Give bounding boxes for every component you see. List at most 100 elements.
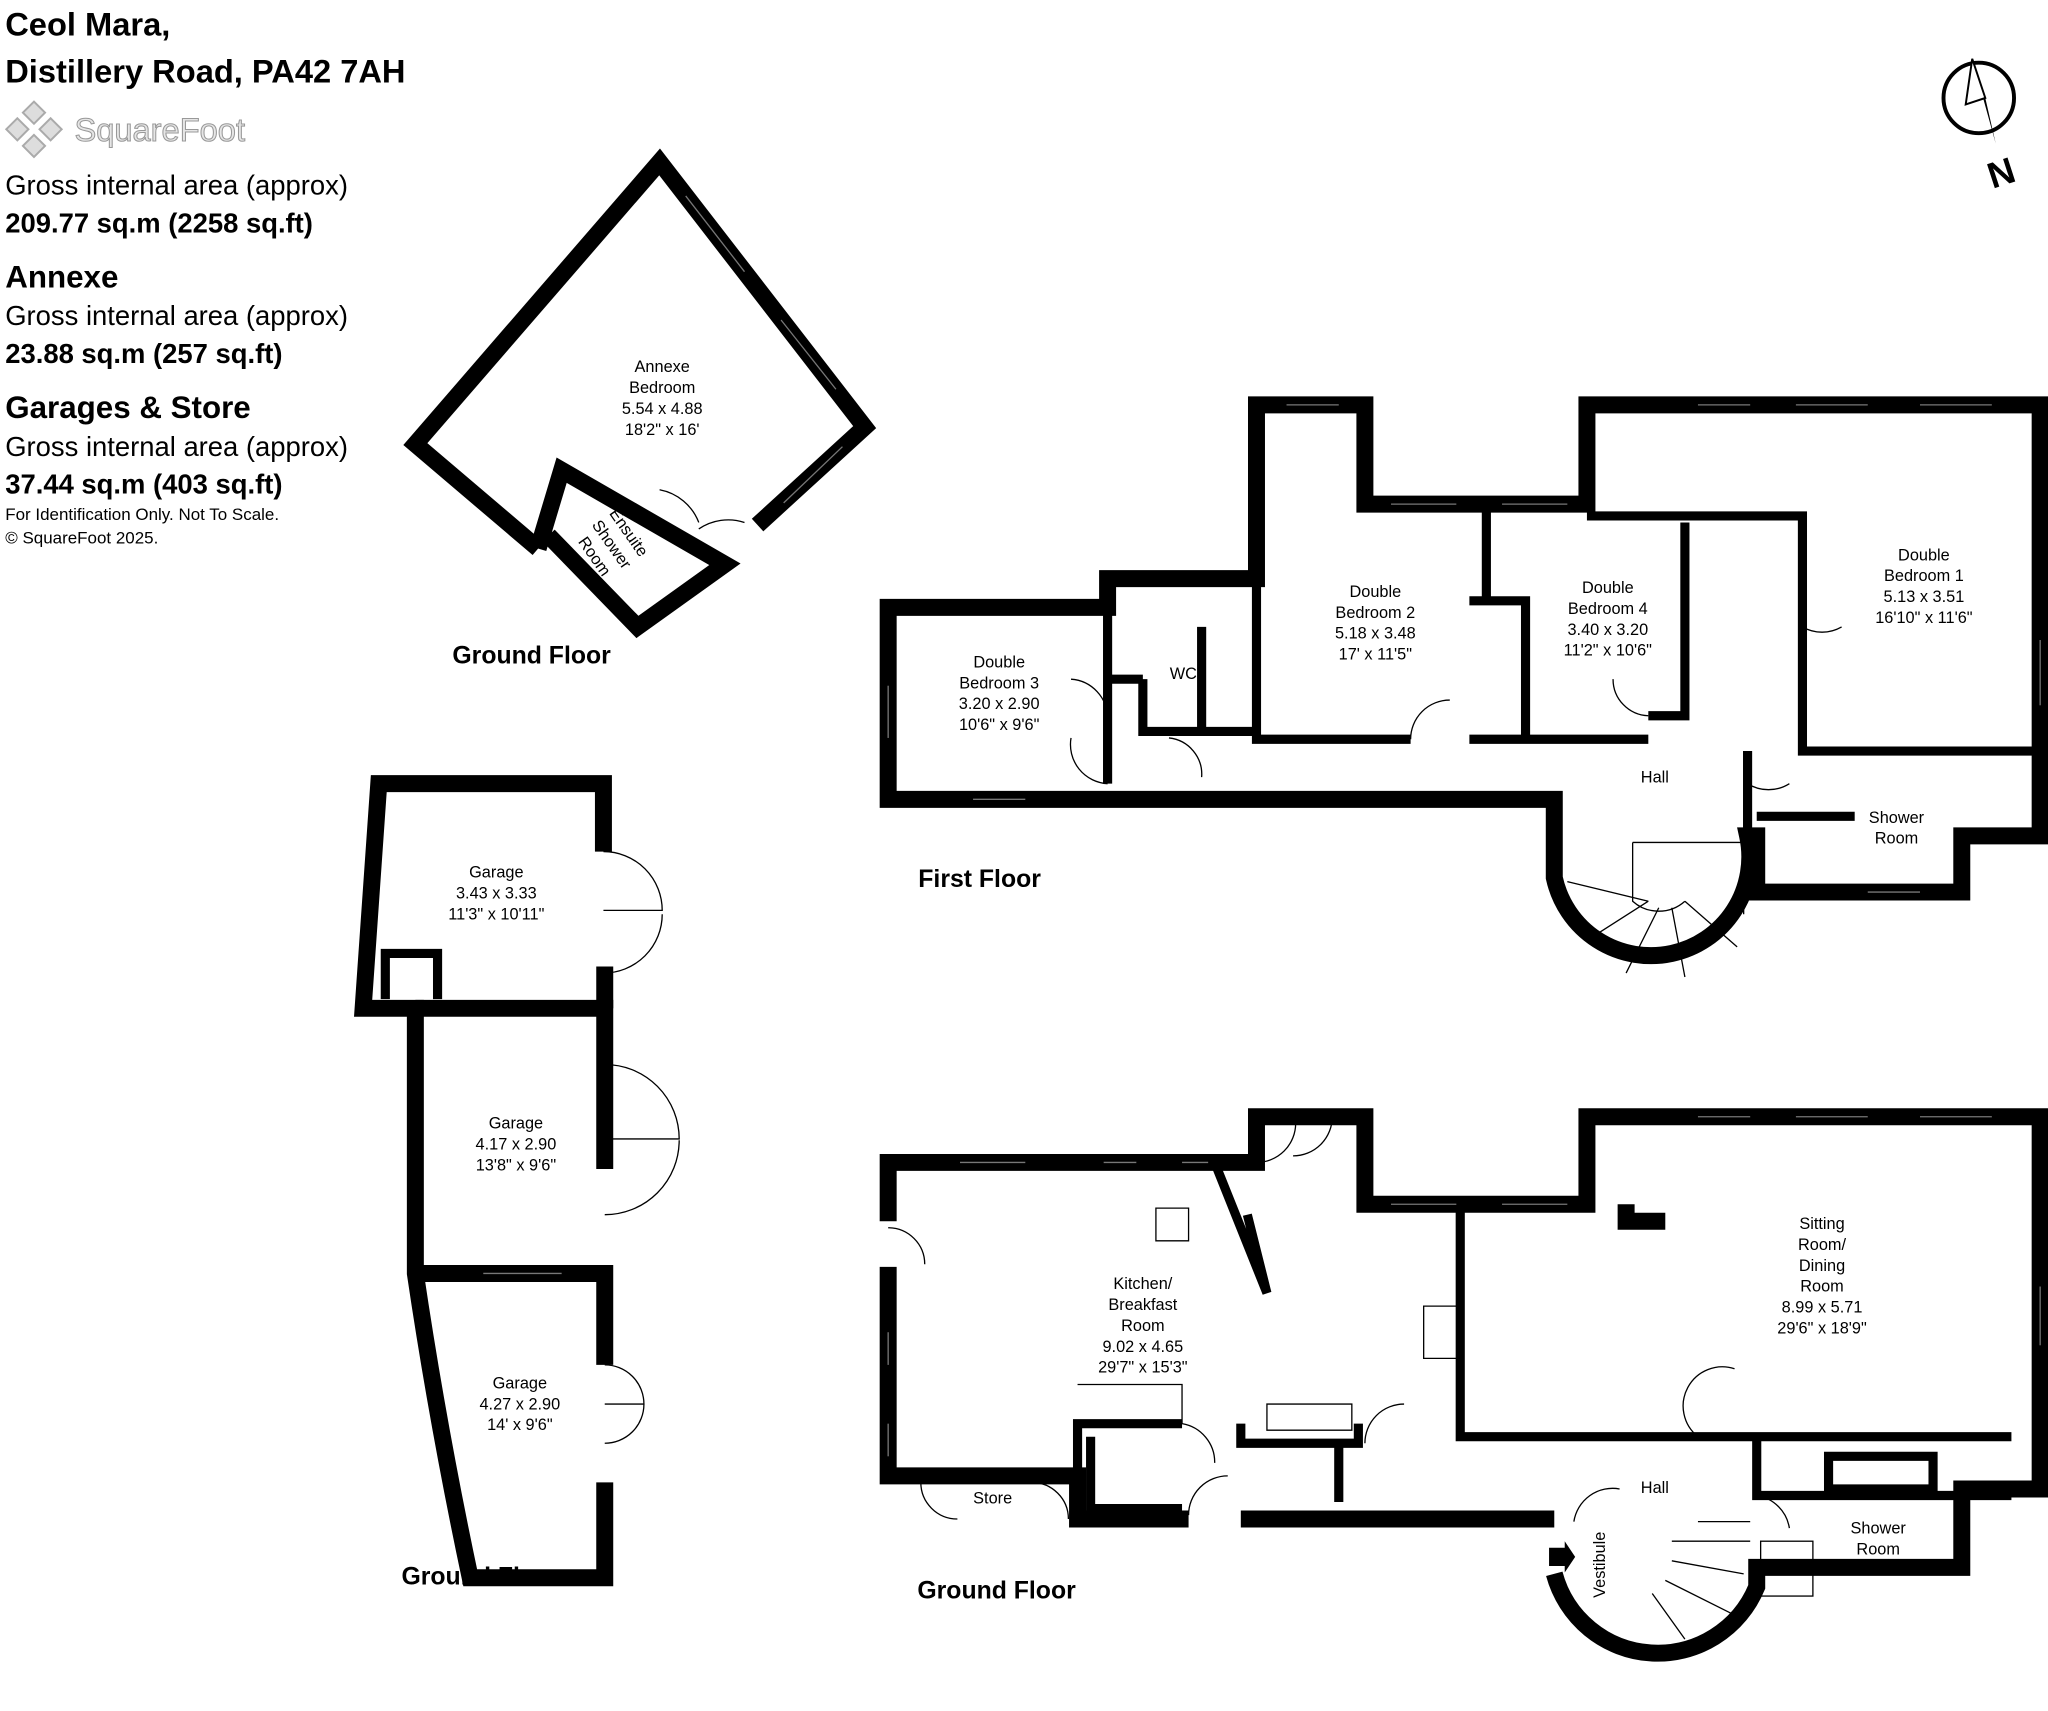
room-label-line: Breakfast	[1108, 1296, 1177, 1314]
room-label-line: 4.27 x 2.90	[479, 1395, 560, 1413]
room-label-line: 3.43 x 3.33	[456, 885, 537, 903]
room-label-wc: WC	[1170, 665, 1197, 683]
property-title-line2: Distillery Road, PA42 7AH	[5, 52, 405, 89]
annexe-floor-label: Ground Floor	[452, 643, 611, 670]
garages-floor-label: Ground Floor	[401, 1563, 560, 1590]
room-label-line: Double	[1582, 579, 1634, 597]
room-label-garage-1: Garage 3.43 x 3.33 11'3" x 10'11"	[448, 864, 544, 924]
svg-text:Vestibule: Vestibule	[1591, 1532, 1609, 1598]
room-label-line: 10'6" x 9'6"	[959, 716, 1040, 734]
room-label-line: Double	[1898, 546, 1950, 564]
room-label-hall-ground: Hall	[1641, 1479, 1669, 1497]
north-label: N	[1982, 149, 2020, 196]
room-label-hall-first: Hall	[1641, 768, 1669, 786]
annexe-area-label: Gross internal area (approx)	[5, 300, 348, 331]
room-label-line: Double	[1349, 583, 1401, 601]
room-label-line: 3.40 x 3.20	[1567, 621, 1648, 639]
room-label-line: 5.13 x 3.51	[1884, 588, 1965, 606]
room-label-line: Bedroom 4	[1568, 600, 1648, 618]
room-label-line: 9.02 x 4.65	[1102, 1338, 1183, 1356]
room-label-line: 18'2" x 16'	[625, 421, 700, 439]
garages-heading: Garages & Store	[5, 390, 251, 425]
property-title-line1: Ceol Mara,	[5, 5, 170, 42]
svg-text:ShowerRoom: ShowerRoom	[1851, 1519, 1907, 1558]
room-label-line: 11'2" x 10'6"	[1564, 642, 1652, 660]
annexe-heading: Annexe	[5, 259, 118, 294]
svg-text:Hall: Hall	[1641, 768, 1669, 786]
room-label-line: Bedroom 2	[1335, 604, 1415, 622]
room-label-line: Room	[1121, 1317, 1165, 1335]
svg-text:WC: WC	[1170, 665, 1197, 683]
svg-text:ShowerRoom: ShowerRoom	[1869, 809, 1925, 848]
room-label-line: Kitchen/	[1113, 1275, 1172, 1293]
room-label-line: 13'8" x 9'6"	[476, 1156, 557, 1174]
room-label-line: Dining	[1799, 1257, 1845, 1275]
ground-floor-label: Ground Floor	[917, 1578, 1076, 1605]
garages-plan: Garage 3.43 x 3.33 11'3" x 10'11" Garage 4.…	[354, 775, 680, 1590]
header: Ceol Mara, Distillery Road, PA42 7AH Squ…	[4, 5, 406, 547]
room-label-line: 8.99 x 5.71	[1782, 1299, 1863, 1317]
room-label-line: Room/	[1798, 1236, 1847, 1254]
room-label-line: 4.17 x 2.90	[476, 1135, 557, 1153]
room-label-line: 3.20 x 2.90	[959, 695, 1040, 713]
garages-area-value: 37.44 sq.m (403 sq.ft)	[5, 469, 282, 500]
room-label-line: Sitting	[1799, 1215, 1844, 1233]
north-arrow-icon: N	[1941, 58, 2020, 197]
room-label-line: Garage	[493, 1374, 547, 1392]
main-area-label: Gross internal area (approx)	[5, 170, 348, 201]
svg-text:Hall: Hall	[1641, 1479, 1669, 1497]
room-label-line: Vestibule	[1591, 1532, 1609, 1598]
room-label-line: 11'3" x 10'11"	[448, 905, 544, 923]
room-label-line: Garage	[489, 1114, 543, 1132]
room-label-line: Hall	[1641, 768, 1669, 786]
room-label-line: Bedroom 1	[1884, 567, 1964, 585]
room-label-garage-3: Garage 4.27 x 2.90 14' x 9'6"	[479, 1374, 560, 1434]
room-label-line: 16'10" x 11'6"	[1875, 609, 1973, 627]
room-label-line: Annexe	[635, 358, 690, 376]
garages-area-label: Gross internal area (approx)	[5, 431, 348, 462]
svg-text:Store: Store	[973, 1489, 1012, 1507]
room-label-line: 14' x 9'6"	[487, 1416, 553, 1434]
entrance-arrow-icon	[1549, 1541, 1576, 1573]
room-label-line: Room	[1800, 1278, 1844, 1296]
room-label-line: 5.18 x 3.48	[1335, 625, 1416, 643]
room-label-line: Hall	[1641, 1479, 1669, 1497]
room-label-vestibule: Vestibule	[1591, 1532, 1609, 1598]
main-area-value: 209.77 sq.m (2258 sq.ft)	[5, 207, 313, 238]
room-label-line: 29'6" x 18'9"	[1777, 1320, 1867, 1338]
room-label-line: 29'7" x 15'3"	[1098, 1359, 1188, 1377]
disclaimer: For Identification Only. Not To Scale.	[5, 505, 279, 524]
room-label-store: Store	[973, 1489, 1012, 1507]
room-label-line: 5.54 x 4.88	[622, 400, 703, 418]
room-label-line: Shower	[1869, 809, 1925, 827]
room-label-line: Bedroom 3	[959, 674, 1039, 692]
annexe-area-value: 23.88 sq.m (257 sq.ft)	[5, 338, 282, 369]
room-label-line: Store	[973, 1489, 1012, 1507]
first-floor-label: First Floor	[918, 866, 1041, 893]
room-label-line: Garage	[469, 864, 523, 882]
copyright: © SquareFoot 2025.	[5, 528, 158, 547]
room-label-line: WC	[1170, 665, 1197, 683]
room-label-line: Shower	[1851, 1519, 1907, 1537]
room-label-line: Room	[1875, 830, 1919, 848]
